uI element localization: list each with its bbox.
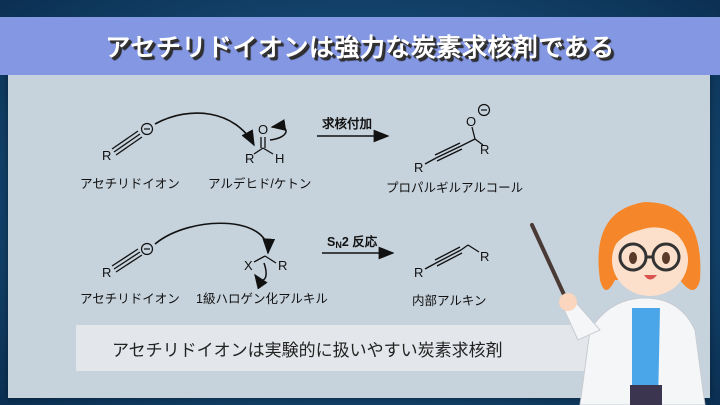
curved-arrow — [154, 222, 276, 255]
label-acetylide: アセチリドイオン — [80, 292, 180, 306]
atom-r: R — [414, 160, 423, 175]
atom-h: H — [275, 151, 284, 166]
atom-r: R — [102, 265, 111, 280]
atom-r: R — [414, 265, 423, 280]
title-banner: アセチリドイオンは強力な炭素求核剤である — [0, 17, 720, 75]
page-title: アセチリドイオンは強力な炭素求核剤である — [105, 33, 615, 62]
curved-arrow — [254, 262, 268, 290]
arrow-label: 求核付加 — [322, 116, 372, 131]
arrow-label: SN2 反応 — [327, 234, 378, 250]
atom-o: O — [466, 114, 476, 129]
curved-arrow — [269, 119, 287, 141]
label-propargyl-alcohol: プロパルギルアルコール — [386, 181, 523, 195]
negative-charge-icon — [140, 242, 154, 256]
reaction-1: R O R H アセチリドイオン アルデヒド/ケトン 求核付加 R O R プロ… — [80, 103, 523, 195]
negative-charge-icon — [140, 122, 154, 136]
atom-r: R — [102, 148, 111, 163]
atom-o: O — [258, 122, 268, 137]
reaction-2: R X R アセチリドイオン 1級ハロゲン化アルキル SN2 反応 R R 内部… — [80, 222, 489, 308]
summary-box: アセチリドイオンは実験的に扱いやすい炭素求核剤 — [76, 325, 606, 371]
summary-text: アセチリドイオンは実験的に扱いやすい炭素求核剤 — [112, 340, 503, 361]
negative-charge-icon — [477, 103, 491, 117]
curved-arrow — [154, 112, 255, 147]
atom-r: R — [278, 258, 287, 273]
atom-r: R — [245, 151, 254, 166]
label-alkyl-halide: 1級ハロゲン化アルキル — [196, 292, 328, 306]
label-acetylide: アセチリドイオン — [80, 177, 180, 191]
atom-x: X — [244, 258, 253, 273]
atom-r: R — [480, 142, 489, 157]
label-aldehyde-ketone: アルデヒド/ケトン — [208, 176, 311, 191]
atom-r: R — [480, 249, 489, 264]
label-internal-alkyne: 内部アルキン — [412, 293, 487, 308]
teacher-character-illustration — [530, 202, 706, 405]
triple-bond — [111, 130, 143, 156]
